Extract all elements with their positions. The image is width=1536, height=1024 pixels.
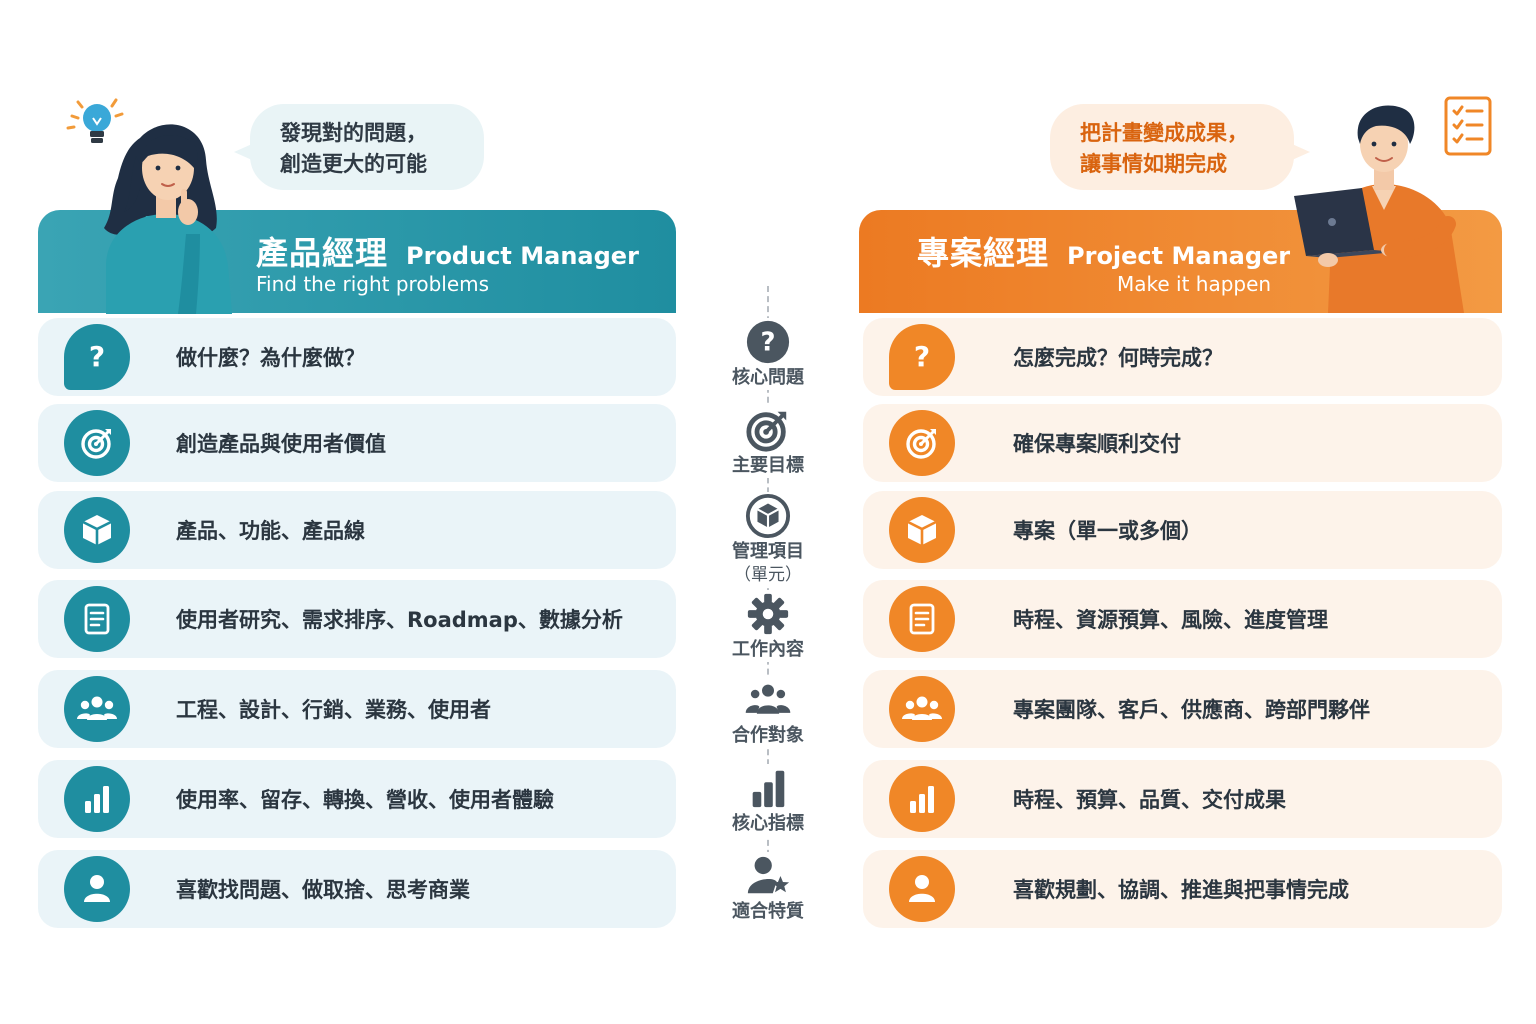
project-speech-bubble: 把計畫變成成果， 讓事情如期完成	[1050, 104, 1310, 190]
pm-row-text: 做什麼？為什麼做？	[176, 346, 365, 370]
pm-bubble-line2: 創造更大的可能	[280, 152, 427, 176]
dimension-core-question: 核心問題	[718, 318, 818, 390]
gear-icon	[744, 590, 792, 638]
pm-row-text: 使用者研究、需求排序、Roadmap、數據分析	[176, 608, 623, 632]
project-row-text: 怎麼完成？何時完成？	[1013, 346, 1223, 370]
dimension-managed-unit: 管理項目 （單元）	[718, 492, 818, 586]
dimension-main-goal: 主要目標	[718, 406, 818, 478]
project-row-text: 確保專案順利交付	[1013, 432, 1181, 456]
box-icon	[64, 497, 130, 563]
project-row-main-goal: 確保專案順利交付	[863, 404, 1502, 482]
product-manager-illustration	[92, 116, 242, 314]
target-icon	[889, 410, 955, 476]
project-row-text: 專案團隊、客戶、供應商、跨部門夥伴	[1013, 698, 1370, 722]
project-manager-illustration	[1292, 100, 1472, 313]
box-icon	[889, 497, 955, 563]
project-title-zh: 專案經理	[917, 234, 1050, 272]
dimension-core-metrics: 核心指標	[718, 764, 818, 836]
project-row-core-question: 怎麼完成？何時完成？	[863, 318, 1502, 396]
dimension-traits: 適合特質	[718, 852, 818, 924]
pm-row-text: 創造產品與使用者價值	[176, 432, 386, 456]
document-icon	[64, 586, 130, 652]
project-row-text: 時程、資源預算、風險、進度管理	[1013, 608, 1328, 632]
pm-row-text: 工程、設計、行銷、業務、使用者	[176, 698, 491, 722]
pm-speech-bubble: 發現對的問題， 創造更大的可能	[234, 104, 484, 190]
project-row-work-content: 時程、資源預算、風險、進度管理	[863, 580, 1502, 658]
user-star-icon	[744, 852, 792, 900]
target-icon	[744, 406, 792, 454]
document-icon	[889, 586, 955, 652]
user-icon	[889, 856, 955, 922]
project-row-collaborators: 專案團隊、客戶、供應商、跨部門夥伴	[863, 670, 1502, 748]
dimension-sublabel: （單元）	[718, 564, 818, 586]
dimension-label: 合作對象	[718, 724, 818, 748]
user-icon	[64, 856, 130, 922]
dimension-label: 工作內容	[718, 638, 818, 662]
lightbulb-icon	[64, 94, 126, 156]
dimension-collaborators: 合作對象	[718, 676, 818, 748]
project-row-text: 喜歡規劃、協調、推進與把事情完成	[1013, 878, 1349, 902]
team-icon	[64, 676, 130, 742]
dimension-label: 適合特質	[718, 900, 818, 924]
pm-row-core-metrics: 使用率、留存、轉換、營收、使用者體驗	[38, 760, 676, 838]
team-icon	[889, 676, 955, 742]
dimension-label: 核心問題	[718, 366, 818, 390]
pm-row-text: 使用率、留存、轉換、營收、使用者體驗	[176, 788, 554, 812]
pm-subtitle: Find the right problems	[256, 272, 490, 296]
project-subtitle: Make it happen	[1117, 272, 1272, 296]
dimension-work-content: 工作內容	[718, 590, 818, 662]
pm-row-text: 產品、功能、產品線	[176, 519, 365, 543]
pm-row-work-content: 使用者研究、需求排序、Roadmap、數據分析	[38, 580, 676, 658]
dimension-label: 核心指標	[718, 812, 818, 836]
pm-row-collaborators: 工程、設計、行銷、業務、使用者	[38, 670, 676, 748]
project-bubble-line1: 把計畫變成成果，	[1080, 121, 1248, 145]
project-title-en: Project Manager	[1067, 242, 1291, 270]
pm-row-core-question: 做什麼？為什麼做？	[38, 318, 676, 396]
pm-title-en: Product Manager	[406, 242, 639, 270]
bar-chart-icon	[889, 766, 955, 832]
pm-row-traits: 喜歡找問題、做取捨、思考商業	[38, 850, 676, 928]
pm-row-text: 喜歡找問題、做取捨、思考商業	[176, 878, 470, 902]
pm-title-zh: 產品經理	[256, 234, 389, 272]
checklist-icon	[1443, 95, 1493, 157]
project-row-text: 時程、預算、品質、交付成果	[1013, 788, 1286, 812]
project-bubble-line2: 讓事情如期完成	[1080, 152, 1227, 176]
question-bubble-icon	[889, 324, 955, 390]
project-row-text: 專案（單一或多個）	[1013, 519, 1202, 543]
project-row-traits: 喜歡規劃、協調、推進與把事情完成	[863, 850, 1502, 928]
bar-chart-icon	[64, 766, 130, 832]
target-icon	[64, 410, 130, 476]
pm-bubble-line1: 發現對的問題，	[280, 121, 427, 145]
team-icon	[744, 676, 792, 724]
question-circle-icon	[744, 318, 792, 366]
bar-chart-icon	[744, 764, 792, 812]
box-icon	[744, 492, 792, 540]
project-row-core-metrics: 時程、預算、品質、交付成果	[863, 760, 1502, 838]
dimension-label: 管理項目	[718, 540, 818, 564]
question-bubble-icon	[64, 324, 130, 390]
pm-row-main-goal: 創造產品與使用者價值	[38, 404, 676, 482]
project-row-managed-unit: 專案（單一或多個）	[863, 491, 1502, 569]
pm-row-managed-unit: 產品、功能、產品線	[38, 491, 676, 569]
dimension-label: 主要目標	[718, 454, 818, 478]
